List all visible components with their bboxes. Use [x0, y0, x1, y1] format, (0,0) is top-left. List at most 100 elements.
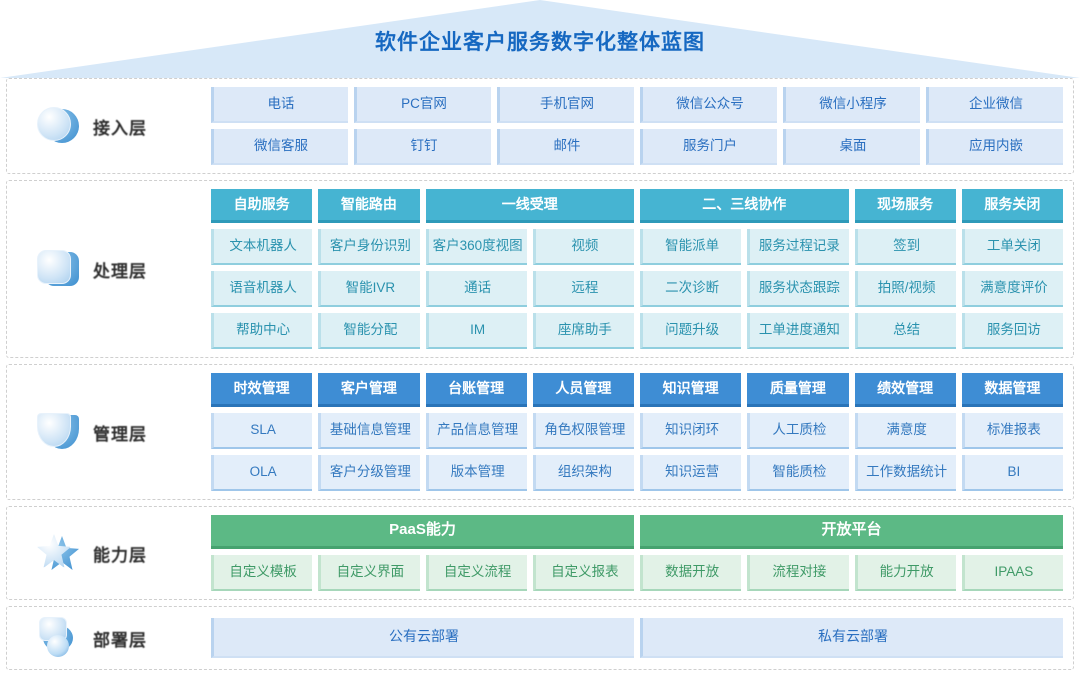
processing-item[interactable]: 远程: [532, 271, 634, 307]
processing-header[interactable]: 智能路由: [318, 189, 420, 223]
management-header-row: 时效管理 客户管理 台账管理 人员管理 知识管理 质量管理 绩效管理 数据管理: [211, 373, 1063, 407]
processing-item[interactable]: 客户360度视图: [425, 229, 527, 265]
processing-item[interactable]: 拍照/视频: [854, 271, 956, 307]
management-row-2: OLA 客户分级管理 版本管理 组织架构 知识运营 智能质检 工作数据统计 BI: [211, 455, 1063, 491]
processing-item[interactable]: 二次诊断: [640, 271, 742, 307]
capability-item[interactable]: 自定义界面: [318, 555, 420, 591]
management-header[interactable]: 知识管理: [640, 373, 742, 407]
processing-item[interactable]: 帮助中心: [211, 313, 313, 349]
processing-item[interactable]: 语音机器人: [211, 271, 313, 307]
processing-item[interactable]: 通话: [425, 271, 527, 307]
access-item[interactable]: PC官网: [354, 87, 491, 123]
access-row-2: 微信客服 钉钉 邮件 服务门户 桌面 应用内嵌: [211, 129, 1063, 165]
layer-deployment-body: 公有云部署 私有云部署: [211, 618, 1063, 658]
processing-item[interactable]: 文本机器人: [211, 229, 313, 265]
processing-header[interactable]: 二、三线协作: [640, 189, 849, 223]
access-item[interactable]: 微信客服: [211, 129, 348, 165]
management-item[interactable]: 人工质检: [747, 413, 849, 449]
access-item[interactable]: 应用内嵌: [926, 129, 1063, 165]
management-item[interactable]: 知识运营: [640, 455, 742, 491]
management-header[interactable]: 绩效管理: [854, 373, 956, 407]
access-item[interactable]: 桌面: [783, 129, 920, 165]
management-item[interactable]: 知识闭环: [640, 413, 742, 449]
processing-item[interactable]: 服务回访: [961, 313, 1063, 349]
layer-access-body: 电话 PC官网 手机官网 微信公众号 微信小程序 企业微信 微信客服 钉钉 邮件…: [211, 87, 1063, 165]
layer-management-body: 时效管理 客户管理 台账管理 人员管理 知识管理 质量管理 绩效管理 数据管理 …: [211, 373, 1063, 491]
processing-item[interactable]: 视频: [532, 229, 634, 265]
management-item[interactable]: 标准报表: [961, 413, 1063, 449]
star-icon: [35, 530, 81, 576]
management-item[interactable]: 组织架构: [532, 455, 634, 491]
processing-item[interactable]: 智能派单: [640, 229, 742, 265]
processing-item[interactable]: 智能分配: [318, 313, 420, 349]
deployment-item[interactable]: 私有云部署: [640, 618, 1063, 658]
rounded-square-icon: [35, 246, 81, 292]
layer-access: 接入层 电话 PC官网 手机官网 微信公众号 微信小程序 企业微信 微信客服 钉…: [6, 78, 1074, 174]
capability-item[interactable]: 自定义流程: [425, 555, 527, 591]
layer-processing-side: 处理层: [21, 246, 211, 292]
access-item[interactable]: 企业微信: [926, 87, 1063, 123]
management-item[interactable]: 工作数据统计: [854, 455, 956, 491]
layer-deployment-title: 部署层: [93, 630, 147, 650]
processing-row-1: 文本机器人 客户身份识别 客户360度视图 视频 智能派单 服务过程记录 签到 …: [211, 229, 1063, 265]
access-item[interactable]: 微信公众号: [640, 87, 777, 123]
layer-deployment-side: 部署层: [21, 615, 211, 661]
processing-item[interactable]: 座席助手: [532, 313, 634, 349]
management-header[interactable]: 时效管理: [211, 373, 313, 407]
management-item[interactable]: OLA: [211, 455, 313, 491]
access-item[interactable]: 服务门户: [640, 129, 777, 165]
processing-header[interactable]: 服务关闭: [961, 189, 1063, 223]
management-item[interactable]: 角色权限管理: [532, 413, 634, 449]
capability-item[interactable]: 自定义报表: [532, 555, 634, 591]
processing-item[interactable]: 服务状态跟踪: [747, 271, 849, 307]
management-header[interactable]: 数据管理: [961, 373, 1063, 407]
management-item[interactable]: 基础信息管理: [318, 413, 420, 449]
processing-item[interactable]: 工单关闭: [961, 229, 1063, 265]
management-item[interactable]: SLA: [211, 413, 313, 449]
processing-row-3: 帮助中心 智能分配 IM 座席助手 问题升级 工单进度通知 总结 服务回访: [211, 313, 1063, 349]
management-header[interactable]: 客户管理: [318, 373, 420, 407]
capability-item[interactable]: 自定义模板: [211, 555, 313, 591]
processing-item[interactable]: 签到: [854, 229, 956, 265]
capability-item[interactable]: 流程对接: [747, 555, 849, 591]
management-header[interactable]: 台账管理: [425, 373, 527, 407]
capability-item[interactable]: 能力开放: [854, 555, 956, 591]
processing-item[interactable]: 工单进度通知: [747, 313, 849, 349]
processing-item[interactable]: 满意度评价: [961, 271, 1063, 307]
capability-header-row: PaaS能力 开放平台: [211, 515, 1063, 549]
processing-item[interactable]: 客户身份识别: [318, 229, 420, 265]
processing-item[interactable]: 总结: [854, 313, 956, 349]
cloud-stack-icon: [35, 615, 81, 661]
processing-header-row: 自助服务 智能路由 一线受理 二、三线协作 现场服务 服务关闭: [211, 189, 1063, 223]
layer-capability: 能力层 PaaS能力 开放平台 自定义模板 自定义界面 自定义流程 自定义报表 …: [6, 506, 1074, 600]
processing-item[interactable]: 服务过程记录: [747, 229, 849, 265]
management-header[interactable]: 质量管理: [747, 373, 849, 407]
processing-item[interactable]: 智能IVR: [318, 271, 420, 307]
management-item[interactable]: 产品信息管理: [425, 413, 527, 449]
layer-processing-title: 处理层: [93, 261, 147, 281]
page-title: 软件企业客户服务数字化整体蓝图: [375, 31, 705, 54]
capability-header[interactable]: 开放平台: [640, 515, 1063, 549]
layer-management: 管理层 时效管理 客户管理 台账管理 人员管理 知识管理 质量管理 绩效管理 数…: [6, 364, 1074, 500]
access-item[interactable]: 电话: [211, 87, 348, 123]
access-item[interactable]: 手机官网: [497, 87, 634, 123]
access-item[interactable]: 钉钉: [354, 129, 491, 165]
layer-capability-body: PaaS能力 开放平台 自定义模板 自定义界面 自定义流程 自定义报表 数据开放…: [211, 515, 1063, 591]
management-item[interactable]: 版本管理: [425, 455, 527, 491]
management-item[interactable]: 智能质检: [747, 455, 849, 491]
access-item[interactable]: 微信小程序: [783, 87, 920, 123]
capability-header[interactable]: PaaS能力: [211, 515, 634, 549]
processing-header[interactable]: 现场服务: [854, 189, 956, 223]
processing-header[interactable]: 一线受理: [425, 189, 634, 223]
management-item[interactable]: 客户分级管理: [318, 455, 420, 491]
deployment-item[interactable]: 公有云部署: [211, 618, 634, 658]
processing-header[interactable]: 自助服务: [211, 189, 313, 223]
capability-item[interactable]: 数据开放: [640, 555, 742, 591]
management-item[interactable]: 满意度: [854, 413, 956, 449]
capability-item[interactable]: IPAAS: [961, 555, 1063, 591]
management-item[interactable]: BI: [961, 455, 1063, 491]
processing-item[interactable]: IM: [425, 313, 527, 349]
management-header[interactable]: 人员管理: [532, 373, 634, 407]
processing-item[interactable]: 问题升级: [640, 313, 742, 349]
access-item[interactable]: 邮件: [497, 129, 634, 165]
